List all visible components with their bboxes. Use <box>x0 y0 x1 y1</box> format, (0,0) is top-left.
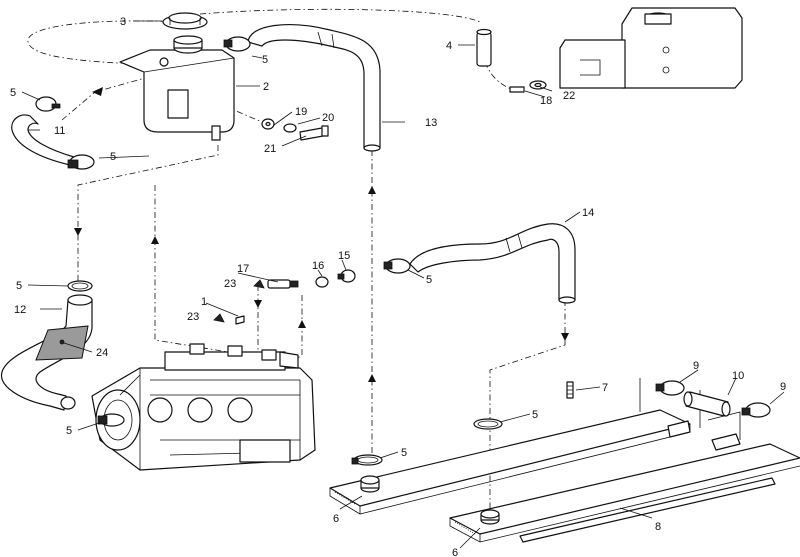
hose-clamp <box>473 418 503 430</box>
callout-12: 12 <box>14 304 26 316</box>
callout-5: 5 <box>16 280 22 292</box>
vent-tube <box>476 28 492 67</box>
coolant-reservoir <box>119 35 235 141</box>
callout-10: 10 <box>732 370 744 382</box>
callout-19: 19 <box>295 106 307 118</box>
hose-clamp <box>35 96 61 112</box>
callout-21: 21 <box>264 143 276 155</box>
sensor-17 <box>267 279 299 289</box>
hose-11 <box>11 114 75 166</box>
callout-20: 20 <box>322 112 334 124</box>
flow-arrow <box>298 320 306 328</box>
hose-clamp <box>97 413 125 427</box>
flow-arrow <box>254 300 262 308</box>
pressure-cap <box>162 12 208 30</box>
callout-1: 1 <box>201 296 207 308</box>
flow-arrow <box>561 333 569 341</box>
hose-clamp <box>223 36 251 52</box>
hose-14 <box>409 223 576 304</box>
engine-block <box>91 343 316 471</box>
hose-clamp <box>655 380 685 396</box>
hose-clamp <box>351 454 383 466</box>
flow-arrow <box>151 236 159 244</box>
flow-arrows <box>74 87 569 470</box>
clamp-15 <box>337 269 356 283</box>
callout-7: 7 <box>602 382 608 394</box>
callout-9: 9 <box>780 381 786 393</box>
rail-strip-8 <box>519 477 776 543</box>
callout-labels: 1 2 3 4 5 5 5 5 5 5 5 5 5 6 6 7 8 9 9 10… <box>10 16 786 557</box>
hardware-19-20-21 <box>261 118 329 141</box>
heat-exchanger-lower <box>449 433 800 543</box>
callout-5: 5 <box>110 151 116 163</box>
heat-exchanger-upper <box>329 409 691 515</box>
oil-reservoir-assembly <box>559 7 743 89</box>
flow-arrow <box>368 186 376 194</box>
callout-5: 5 <box>262 54 268 66</box>
protective-sleeve <box>35 325 89 361</box>
plug-23-upper <box>253 279 265 289</box>
callout-17: 17 <box>237 263 249 275</box>
callout-13: 13 <box>425 117 437 129</box>
fitting-1 <box>235 315 245 325</box>
hardware-18-22 <box>509 80 547 93</box>
flow-arrow <box>92 87 103 96</box>
callout-5: 5 <box>10 87 16 99</box>
callout-5: 5 <box>401 447 407 459</box>
flow-arrow <box>368 374 376 382</box>
callout-5: 5 <box>426 274 432 286</box>
hose-clamp <box>741 402 771 418</box>
screw-7 <box>566 381 574 399</box>
callout-18: 18 <box>540 95 552 107</box>
connector-hose-10 <box>683 391 731 417</box>
callout-23: 23 <box>224 278 236 290</box>
callout-5: 5 <box>66 425 72 437</box>
leader-lines <box>21 20 785 549</box>
hose-clamp <box>67 280 93 292</box>
callout-3: 3 <box>120 16 126 28</box>
callout-22: 22 <box>563 90 575 102</box>
callout-5: 5 <box>532 409 538 421</box>
hose-clamp <box>383 258 411 274</box>
callout-15: 15 <box>338 250 350 262</box>
callout-24: 24 <box>96 347 108 359</box>
plug-23-lower <box>213 313 225 323</box>
callout-16: 16 <box>312 260 324 272</box>
callout-4: 4 <box>446 40 452 52</box>
callout-6: 6 <box>333 513 339 525</box>
callout-6: 6 <box>452 547 458 557</box>
flow-arrow <box>74 228 82 236</box>
callout-11: 11 <box>54 125 65 137</box>
callout-8: 8 <box>655 521 661 533</box>
o-ring-16 <box>315 276 329 288</box>
callout-14: 14 <box>582 207 594 219</box>
callout-9: 9 <box>693 360 699 372</box>
callout-2: 2 <box>263 81 269 93</box>
callout-23: 23 <box>187 311 199 323</box>
upper-hose <box>247 24 381 152</box>
hose-clamp <box>67 154 95 170</box>
